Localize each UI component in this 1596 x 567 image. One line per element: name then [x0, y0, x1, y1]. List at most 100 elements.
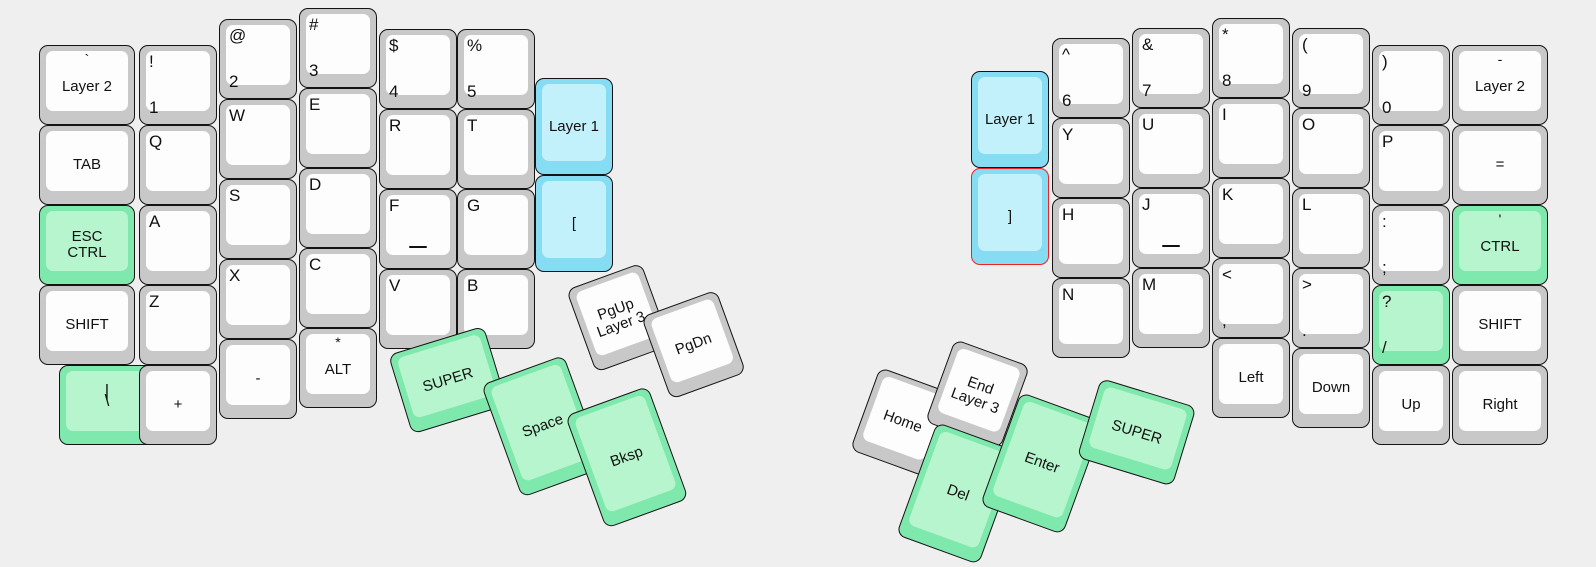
key-l-c2-r1[interactable]: !1	[139, 45, 217, 125]
key-r-c4-r5[interactable]: Down	[1292, 348, 1370, 428]
key-cap	[1059, 124, 1123, 184]
key-l-c5-r1[interactable]: $4	[379, 29, 457, 109]
key-cap	[306, 334, 370, 394]
key-l-c6-r3[interactable]: G	[457, 189, 535, 269]
key-cap	[386, 195, 450, 255]
key-cap	[1299, 114, 1363, 174]
key-r-c2-r2[interactable]: U	[1132, 108, 1210, 188]
key-cap	[1139, 34, 1203, 94]
key-cap	[1219, 24, 1283, 84]
key-r-c6-r3[interactable]: 'CTRL	[1452, 205, 1548, 285]
key-l-c4-r4[interactable]: C	[299, 248, 377, 328]
key-cap	[146, 371, 210, 431]
key-cap	[226, 25, 290, 85]
key-cap	[464, 115, 528, 175]
key-cap	[1219, 344, 1283, 404]
key-cap	[226, 265, 290, 325]
key-l-c6-r1[interactable]: %5	[457, 29, 535, 109]
key-cap	[978, 174, 1042, 251]
key-l-c2-r5[interactable]: +	[139, 365, 217, 445]
key-cap	[146, 211, 210, 271]
key-r-c0-r1[interactable]: Layer 1	[971, 71, 1049, 168]
key-l-c2-r3[interactable]: A	[139, 205, 217, 285]
key-l-c1-r1[interactable]: `Layer 2	[39, 45, 135, 125]
key-cap	[1379, 291, 1443, 351]
key-cap	[1299, 194, 1363, 254]
key-l-c3-r4[interactable]: X	[219, 259, 297, 339]
key-cap	[306, 254, 370, 314]
key-cap	[1139, 274, 1203, 334]
key-cap	[464, 195, 528, 255]
key-cap	[542, 84, 606, 161]
key-cap	[226, 345, 290, 405]
key-cap	[146, 131, 210, 191]
key-cap	[1299, 354, 1363, 414]
key-cap	[978, 77, 1042, 154]
key-r-c1-r3[interactable]: H	[1052, 198, 1130, 278]
key-l-c6-r4[interactable]: B	[457, 269, 535, 349]
key-cap	[306, 174, 370, 234]
key-cap	[46, 131, 128, 191]
key-cap	[1059, 204, 1123, 264]
key-cap	[1379, 211, 1443, 271]
key-l-c4-r1[interactable]: #3	[299, 8, 377, 88]
key-r-c5-r1[interactable]: )0	[1372, 45, 1450, 125]
key-r-c5-r2[interactable]: P	[1372, 125, 1450, 205]
key-cap	[1219, 184, 1283, 244]
key-cap	[464, 275, 528, 335]
key-l-c3-r5[interactable]: -	[219, 339, 297, 419]
key-cap	[1459, 131, 1541, 191]
key-l-c4-r3[interactable]: D	[299, 168, 377, 248]
key-l-c2-r4[interactable]: Z	[139, 285, 217, 365]
key-r-t-super[interactable]: SUPER	[1076, 378, 1197, 487]
key-cap	[1059, 44, 1123, 104]
key-r-c4-r3[interactable]: L	[1292, 188, 1370, 268]
key-cap	[146, 291, 210, 351]
homing-bar-icon	[409, 245, 427, 248]
key-cap	[1459, 291, 1541, 351]
key-cap	[1459, 371, 1541, 431]
key-r-c6-r1[interactable]: -Layer 2	[1452, 45, 1548, 125]
key-cap	[386, 275, 450, 335]
key-r-c0-r2[interactable]: ]	[971, 168, 1049, 265]
key-l-c4-r2[interactable]: E	[299, 88, 377, 168]
key-r-c3-r1[interactable]: *8	[1212, 18, 1290, 98]
key-l-c6-r2[interactable]: T	[457, 109, 535, 189]
key-r-c4-r4[interactable]: >.	[1292, 268, 1370, 348]
key-r-c6-r2[interactable]: =	[1452, 125, 1548, 205]
key-r-c3-r5[interactable]: Left	[1212, 338, 1290, 418]
key-cap	[386, 35, 450, 95]
key-cap	[1139, 194, 1203, 254]
key-l-c5-r4[interactable]: V	[379, 269, 457, 349]
homing-bar-icon	[1162, 244, 1180, 247]
key-cap	[1459, 211, 1541, 271]
key-cap	[1139, 114, 1203, 174]
key-cap	[66, 371, 148, 431]
key-cap	[1059, 284, 1123, 344]
key-l-c2-r2[interactable]: Q	[139, 125, 217, 205]
key-cap	[306, 14, 370, 74]
key-cap	[1299, 274, 1363, 334]
key-cap	[1219, 264, 1283, 324]
key-cap	[464, 35, 528, 95]
key-cap	[1379, 131, 1443, 191]
key-r-c1-r1[interactable]: ^6	[1052, 38, 1130, 118]
key-cap	[1459, 51, 1541, 111]
key-r-c1-r2[interactable]: Y	[1052, 118, 1130, 198]
key-cap	[1379, 51, 1443, 111]
key-r-c3-r2[interactable]: I	[1212, 98, 1290, 178]
key-cap	[1299, 34, 1363, 94]
key-cap	[542, 181, 606, 258]
key-cap	[386, 115, 450, 175]
key-r-c2-r3[interactable]: J	[1132, 188, 1210, 268]
key-cap	[1379, 371, 1443, 431]
